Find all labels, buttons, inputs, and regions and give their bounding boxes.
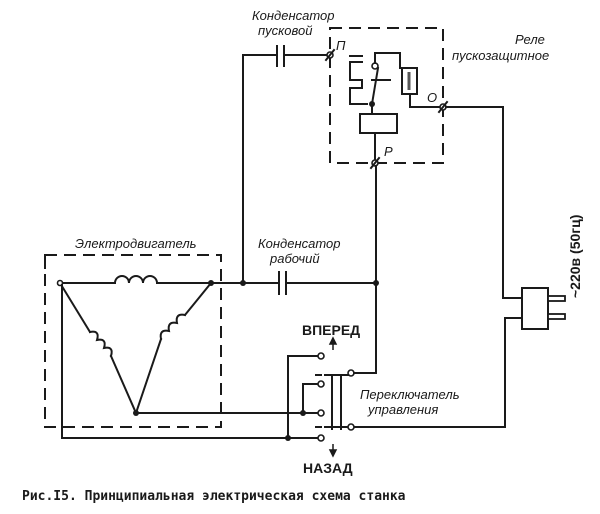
start-capacitor-label: Конденсатор (252, 8, 335, 23)
start-protection-relay: П Р О Реле пускозащитное (324, 27, 549, 170)
motor-label: Электродвигатель (75, 236, 197, 251)
terminal-p-label: П (336, 38, 346, 53)
switch-label-2: управления (367, 402, 438, 417)
switch-label: Переключатель (360, 387, 460, 402)
relay-label: Реле (515, 32, 545, 47)
run-capacitor: Конденсатор рабочий (210, 165, 379, 374)
relay-label-2: пускозащитное (452, 48, 549, 63)
start-capacitor-branch: Конденсатор пусковой (242, 8, 335, 284)
backward-label: НАЗАД (303, 460, 353, 476)
electric-motor: Электродвигатель (44, 236, 222, 428)
terminal-o-label: О (427, 90, 437, 105)
supply-voltage-label: ~220в (50гц) (567, 215, 583, 298)
forward-label: ВПЕРЕД (302, 322, 360, 338)
power-plug: ~220в (50гц) (350, 106, 583, 428)
arrow-up-icon (328, 336, 338, 350)
run-capacitor-label-2: рабочий (269, 251, 320, 266)
control-switch[interactable]: ВПЕРЕД НАЗАД Переключатель управления (61, 284, 460, 476)
terminal-r-label: Р (384, 144, 393, 159)
run-capacitor-label: Конденсатор (258, 236, 341, 251)
start-capacitor-label-2: пусковой (258, 23, 312, 38)
figure-caption: Рис.I5. Принципиальная электрическая схе… (22, 489, 406, 504)
relay-coil (359, 113, 398, 134)
arrow-down-icon (328, 444, 338, 458)
